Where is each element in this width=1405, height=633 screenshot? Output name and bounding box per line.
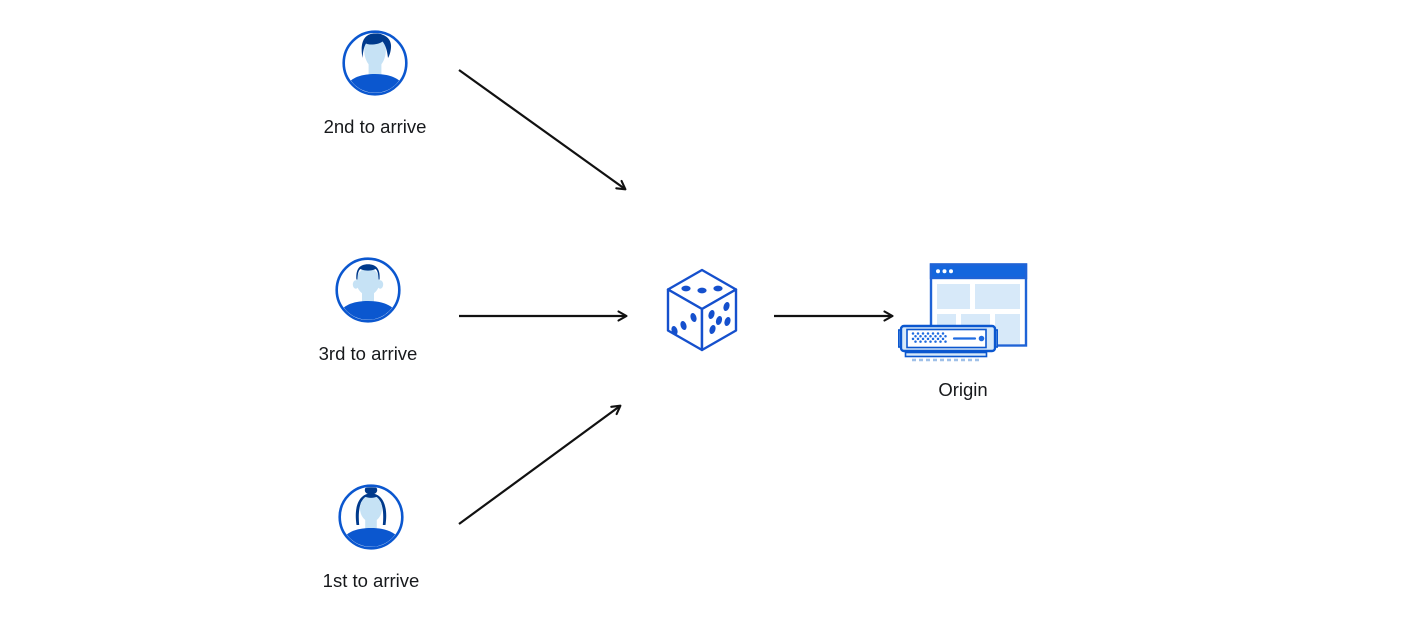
visitor-node-first: 1st to arrive <box>291 483 451 592</box>
node-label: 3rd to arrive <box>318 343 418 364</box>
node-label: Origin <box>938 379 988 400</box>
visitor-node-third: 3rd to arrive <box>288 256 448 365</box>
node-label: 2nd to arrive <box>323 116 427 137</box>
person-avatar-female-icon <box>338 484 404 550</box>
node-label: 1st to arrive <box>322 570 420 591</box>
server-icon <box>898 324 999 362</box>
arrow-first-to-dice <box>458 404 622 525</box>
origin-node: Origin <box>898 263 1028 401</box>
visitor-node-second: 2nd to arrive <box>295 29 455 138</box>
person-avatar-male-icon <box>335 257 401 323</box>
arrow-second-to-dice <box>458 69 627 191</box>
origin-server-icon <box>898 263 1028 362</box>
dice-icon <box>666 268 738 352</box>
person-avatar-male-icon <box>342 30 408 96</box>
